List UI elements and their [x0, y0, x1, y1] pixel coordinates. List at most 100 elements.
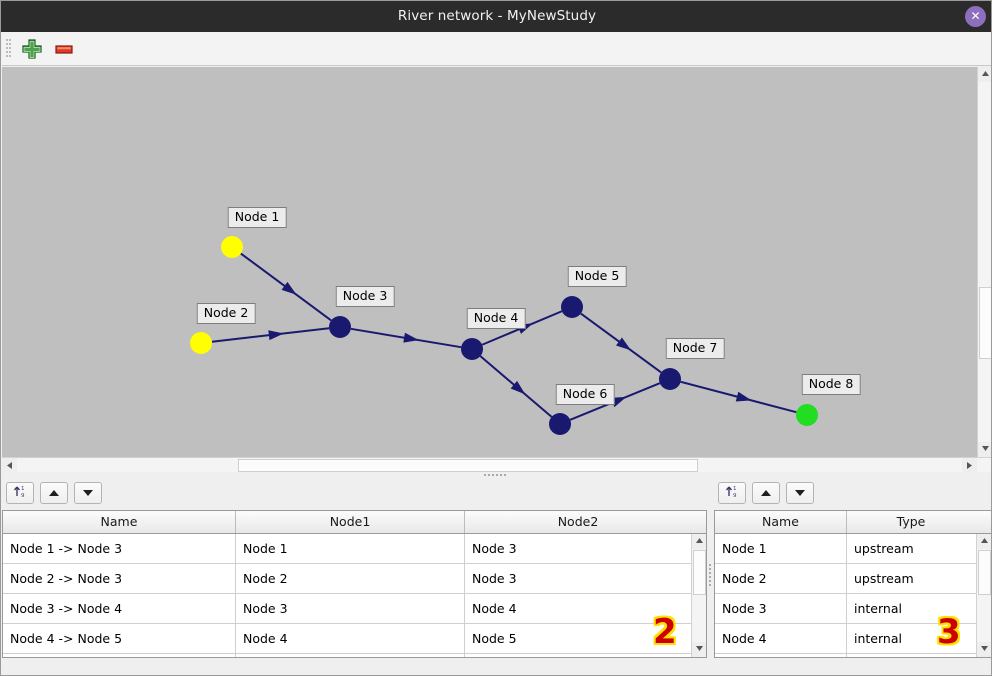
reaches-move-up-button[interactable] [40, 482, 68, 504]
reaches-table-cell[interactable]: Node 3 -> Node 4 [3, 594, 236, 623]
reaches-table-scroll-thumb[interactable] [693, 550, 706, 595]
scroll-up-arrow-icon[interactable] [692, 534, 706, 549]
scroll-down-arrow-icon[interactable] [692, 642, 706, 657]
graph-node-label-2[interactable]: Node 2 [196, 303, 256, 324]
scroll-up-arrow-icon[interactable] [978, 67, 991, 82]
sort-ascending-icon: 1 9 [13, 486, 25, 499]
nodes-table-header-1[interactable]: Name [715, 511, 847, 533]
nodes-table-row[interactable]: Node 4 internal [715, 624, 991, 654]
reaches-table-cell[interactable]: Node 2 -> Node 3 [3, 564, 236, 593]
reaches-table-header-3[interactable]: Node2 [557, 514, 599, 529]
graph-edge-arrow-icon [610, 396, 627, 408]
reaches-table-cell[interactable]: Node 1 [236, 534, 465, 563]
svg-text:9: 9 [21, 493, 25, 499]
reaches-table-cell[interactable]: Node 4 [236, 624, 465, 653]
reaches-table-header-1[interactable]: Name [3, 511, 236, 533]
nodes-table-cell[interactable]: Node 1 [715, 534, 847, 563]
nodes-table-cell[interactable]: Node 4 [715, 624, 847, 653]
nodes-table-row[interactable]: Node 1 upstream [715, 534, 991, 564]
reaches-table-cell[interactable]: Node 2 [236, 564, 465, 593]
nodes-table-cell[interactable]: upstream [854, 571, 914, 586]
splitter-grip-icon [484, 474, 510, 477]
graph-node-5[interactable] [561, 296, 583, 318]
graph-vertical-scrollbar[interactable] [977, 67, 991, 457]
nodes-table-row[interactable]: Node 3 internal [715, 594, 991, 624]
nodes-move-down-button[interactable] [786, 482, 814, 504]
reaches-table-header-2[interactable]: Node1 [236, 511, 465, 533]
reaches-table-cell[interactable]: Node 3 [236, 594, 465, 623]
close-button[interactable]: ✕ [965, 6, 986, 27]
scroll-down-arrow-icon[interactable] [977, 642, 991, 657]
graph-node-6[interactable] [549, 413, 571, 435]
graph-node-4[interactable] [461, 338, 483, 360]
graph-node-2[interactable] [190, 332, 212, 354]
horizontal-splitter[interactable] [2, 472, 991, 479]
scroll-right-arrow-icon[interactable] [962, 458, 977, 473]
scroll-up-arrow-icon[interactable] [977, 534, 991, 549]
graph-edge-arrow-icon [403, 332, 419, 343]
nodes-sort-button[interactable]: 1 9 [718, 482, 746, 504]
toolbar-grip-icon[interactable] [6, 39, 11, 59]
graph-horizontal-scroll-thumb[interactable] [238, 459, 698, 472]
graph-node-label-3[interactable]: Node 3 [335, 286, 395, 307]
add-plus-icon [22, 39, 42, 59]
reaches-table-scrollbar[interactable] [691, 534, 706, 657]
splitter-grip-icon [709, 564, 712, 590]
scroll-left-arrow-icon[interactable] [2, 458, 17, 473]
graph-horizontal-scrollbar[interactable] [2, 457, 991, 473]
nodes-table-row-partial[interactable] [715, 654, 991, 657]
main-toolbar [2, 32, 991, 66]
reaches-table-cell[interactable]: Node 1 -> Node 3 [3, 534, 236, 563]
close-icon: ✕ [970, 9, 981, 23]
window-title: River network - MyNewStudy [397, 8, 597, 24]
reaches-table-cell[interactable]: Node 3 [472, 571, 517, 586]
svg-text:9: 9 [733, 493, 737, 499]
nodes-table-row[interactable]: Node 2 upstream [715, 564, 991, 594]
reaches-sort-button[interactable]: 1 9 [6, 482, 34, 504]
nodes-table-scroll-thumb[interactable] [978, 550, 991, 595]
graph-node-7[interactable] [659, 368, 681, 390]
graph-node-1[interactable] [221, 236, 243, 258]
graph-edge-arrow-icon [281, 281, 297, 295]
graph-node-label-1[interactable]: Node 1 [227, 207, 287, 228]
nodes-table-cell[interactable]: Node 2 [715, 564, 847, 593]
reaches-table-cell[interactable]: Node 4 [472, 601, 517, 616]
graph-edge-arrow-icon [735, 391, 752, 402]
graph-node-8[interactable] [796, 404, 818, 426]
graph-node-label-7[interactable]: Node 7 [665, 338, 725, 359]
reaches-move-down-button[interactable] [74, 482, 102, 504]
nodes-table-scrollbar[interactable] [976, 534, 991, 657]
add-node-button[interactable] [19, 36, 45, 62]
reaches-table-row-partial[interactable] [3, 654, 706, 657]
reaches-table-cell[interactable]: Node 4 -> Node 5 [3, 624, 236, 653]
scrollbar-corner [977, 458, 991, 471]
scroll-down-arrow-icon[interactable] [978, 442, 991, 457]
nodes-table-cell[interactable]: upstream [854, 541, 914, 556]
graph-node-label-8[interactable]: Node 8 [801, 374, 861, 395]
graph-node-label-5[interactable]: Node 5 [567, 266, 627, 287]
nodes-table-cell[interactable]: internal [854, 631, 902, 646]
sort-ascending-icon: 1 9 [725, 486, 737, 499]
graph-node-3[interactable] [329, 316, 351, 338]
graph-edge-arrow-icon [616, 337, 632, 351]
reaches-table-cell[interactable]: Node 5 [472, 631, 517, 646]
delete-node-button[interactable] [51, 36, 77, 62]
vertical-splitter[interactable] [707, 479, 714, 675]
graph-vertical-scroll-thumb[interactable] [979, 287, 991, 359]
reaches-table-cell[interactable]: Node 3 [472, 541, 517, 556]
graph-node-label-6[interactable]: Node 6 [555, 384, 615, 405]
network-graph-canvas[interactable]: Node 1 Node 2 Node 3 Node 4 Node 5 Node 6 Node… [2, 67, 991, 457]
nodes-table-cell[interactable]: Node 3 [715, 594, 847, 623]
nodes-table-cell[interactable]: internal [854, 601, 902, 616]
nodes-table-header-2[interactable]: Type [896, 514, 926, 529]
nodes-move-up-button[interactable] [752, 482, 780, 504]
graph-node-label-4[interactable]: Node 4 [466, 308, 526, 329]
